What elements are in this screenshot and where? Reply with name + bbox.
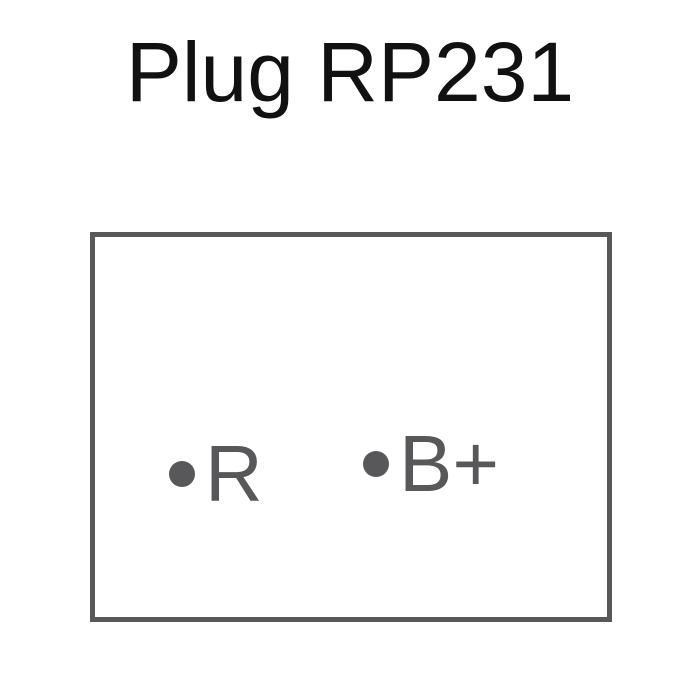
pin-dot-icon	[169, 461, 195, 487]
pin-label-b-plus: B+	[399, 419, 500, 508]
plug-outline: R B+	[90, 232, 612, 622]
pin-label-r: R	[205, 429, 263, 518]
diagram-title: Plug RP231	[125, 25, 575, 119]
pin-r: R	[169, 429, 263, 519]
pin-b-plus: B+	[363, 419, 499, 509]
pin-dot-icon	[363, 451, 389, 477]
